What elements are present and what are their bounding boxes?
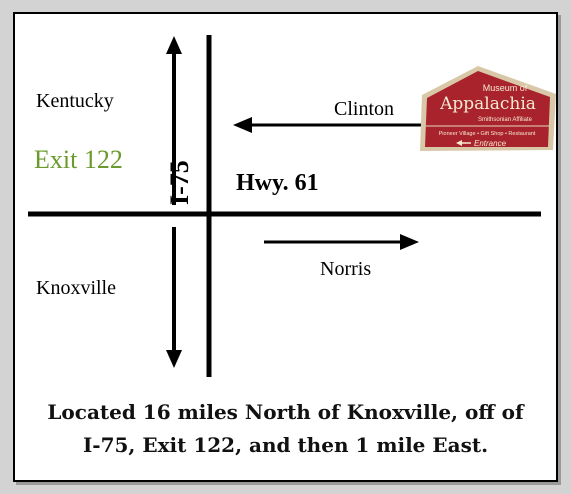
caption-line2: I-75, Exit 122, and then 1 mile East. (82, 433, 489, 457)
caption-line1: Located 16 miles North of Knoxville, off… (47, 400, 524, 424)
east-arrow-icon (264, 234, 419, 250)
highway-label: Hwy. 61 (236, 170, 319, 196)
south-arrow-icon (166, 227, 182, 368)
kentucky-label: Kentucky (36, 90, 114, 112)
north-arrow-icon (166, 36, 182, 205)
interstate-label: I-75 (165, 160, 194, 205)
west-arrow-icon (233, 117, 424, 133)
directions-caption: Located 16 miles North of Knoxville, off… (18, 396, 553, 462)
sign-line2: Appalachia (439, 94, 536, 114)
norris-label: Norris (320, 258, 371, 280)
sign-line4: Pioneer Village • Gift Shop • Restaurant (439, 131, 536, 137)
sign-line1: Museum of (483, 83, 528, 93)
knoxville-label: Knoxville (36, 277, 116, 299)
sign-entrance-arrow-icon (456, 140, 471, 146)
sign-line5: Entrance (474, 139, 507, 148)
museum-sign-logo: Museum of Appalachia Smithsonian Affilia… (420, 66, 556, 151)
exit-label: Exit 122 (34, 145, 123, 174)
clinton-label: Clinton (334, 98, 394, 120)
sign-line3: Smithsonian Affiliate (478, 117, 533, 123)
